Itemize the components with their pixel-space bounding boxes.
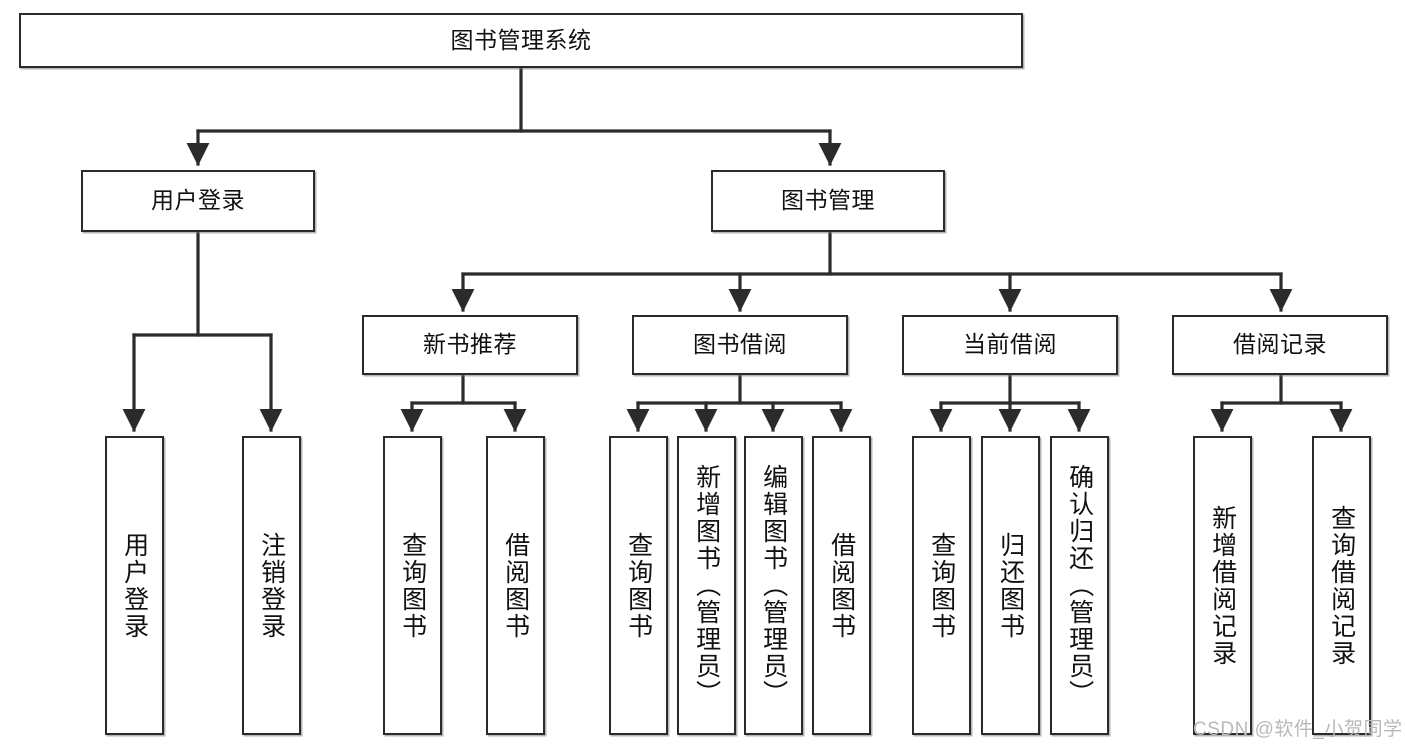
node-label: 新增图书（管理员） [692, 464, 721, 707]
leaf-borrow-books-recommend[interactable]: 借阅图书 [486, 436, 545, 735]
node-borrow-records[interactable]: 借阅记录 [1172, 315, 1388, 375]
node-label: 查询借阅记录 [1327, 504, 1356, 667]
node-label: 新增借阅记录 [1208, 504, 1237, 667]
leaf-user-login[interactable]: 用户登录 [105, 436, 164, 735]
leaf-query-books-recommend[interactable]: 查询图书 [383, 436, 442, 735]
node-label: 图书管理 [781, 187, 875, 214]
leaf-add-book-admin[interactable]: 新增图书（管理员） [677, 436, 736, 735]
node-label: 新书推荐 [423, 331, 517, 358]
leaf-add-borrow-record[interactable]: 新增借阅记录 [1193, 436, 1252, 735]
leaf-query-books-current[interactable]: 查询图书 [912, 436, 971, 735]
watermark-text: CSDN @软件_小贺同学 [1193, 719, 1403, 740]
node-label: 图书管理系统 [450, 26, 592, 53]
node-label: 借阅记录 [1233, 331, 1327, 358]
node-label: 注销登录 [257, 531, 286, 640]
node-label: 借阅图书 [827, 531, 856, 640]
node-label: 用户登录 [151, 187, 245, 214]
node-label: 确认归还（管理员） [1065, 464, 1094, 707]
leaf-query-books-borrow[interactable]: 查询图书 [609, 436, 668, 735]
node-label: 编辑图书（管理员） [759, 464, 788, 707]
node-label: 当前借阅 [963, 331, 1057, 358]
leaf-borrow-books[interactable]: 借阅图书 [812, 436, 871, 735]
node-current-borrow[interactable]: 当前借阅 [902, 315, 1118, 375]
node-book-management[interactable]: 图书管理 [711, 170, 945, 232]
node-new-book-recommend[interactable]: 新书推荐 [362, 315, 578, 375]
node-user-login[interactable]: 用户登录 [81, 170, 315, 232]
node-label: 查询图书 [624, 531, 653, 640]
node-label: 借阅图书 [501, 531, 530, 640]
node-label: 归还图书 [996, 531, 1025, 640]
node-label: 查询图书 [927, 531, 956, 640]
leaf-query-borrow-record[interactable]: 查询借阅记录 [1312, 436, 1371, 735]
leaf-confirm-return-admin[interactable]: 确认归还（管理员） [1050, 436, 1109, 735]
node-label: 图书借阅 [693, 331, 787, 358]
node-root-system[interactable]: 图书管理系统 [19, 13, 1023, 68]
leaf-logout[interactable]: 注销登录 [242, 436, 301, 735]
node-label: 用户登录 [120, 531, 149, 640]
node-book-borrow[interactable]: 图书借阅 [632, 315, 848, 375]
leaf-return-books[interactable]: 归还图书 [981, 436, 1040, 735]
node-label: 查询图书 [398, 531, 427, 640]
leaf-edit-book-admin[interactable]: 编辑图书（管理员） [744, 436, 803, 735]
